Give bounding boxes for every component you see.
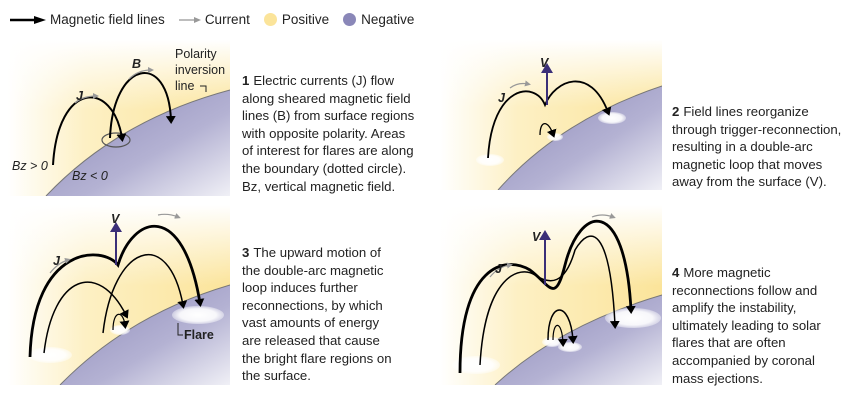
legend-negative: Negative bbox=[343, 12, 414, 27]
caption-number: 3 bbox=[242, 245, 250, 260]
legend-current: Current bbox=[178, 12, 250, 27]
flare-region bbox=[605, 308, 661, 328]
caption-line: More magnetic bbox=[683, 265, 771, 280]
field-line bbox=[102, 253, 188, 334]
flare-region bbox=[452, 356, 500, 374]
field-line bbox=[479, 235, 620, 366]
panel-3-illustration: J V Flare bbox=[8, 205, 230, 385]
caption-line: along sheared magnetic field bbox=[242, 90, 411, 106]
caption-line: the boundary (dotted circle). bbox=[242, 160, 407, 176]
label-v: V bbox=[540, 56, 550, 70]
label-line: line bbox=[175, 79, 195, 93]
caption-line: magnetic loop that moves bbox=[672, 156, 823, 172]
caption-number: 4 bbox=[672, 265, 680, 280]
caption-line: flares that are often bbox=[672, 335, 786, 351]
caption-line: the bright flare regions on bbox=[242, 350, 392, 366]
caption-number: 2 bbox=[672, 104, 680, 119]
panel-1-illustration: J B Polarity inversion line Bz > 0 Bz < … bbox=[8, 40, 230, 196]
flare-region bbox=[28, 347, 72, 363]
label-bz-negative: Bz < 0 bbox=[72, 169, 108, 183]
flare-region bbox=[547, 133, 563, 141]
caption-line: reconnections follow and bbox=[672, 282, 818, 298]
caption-line: with opposite polarity. Areas bbox=[242, 125, 406, 141]
dotted-circle bbox=[101, 132, 131, 148]
panel-2-illustration: J V bbox=[440, 40, 662, 190]
legend-negative-label: Negative bbox=[361, 12, 415, 27]
small-loop bbox=[539, 122, 557, 138]
caption-line: Electric currents (J) flow bbox=[253, 73, 395, 88]
reconnected-loop bbox=[552, 324, 568, 347]
double-arc-field-line bbox=[28, 224, 205, 358]
caption-line: Bz, vertical magnetic field. bbox=[242, 178, 396, 194]
caption-line: the surface. bbox=[242, 368, 311, 384]
negative-surface bbox=[46, 90, 230, 196]
label-j: J bbox=[495, 262, 503, 276]
caption-number: 1 bbox=[242, 73, 250, 88]
flare-region bbox=[598, 112, 626, 124]
label-flare: Flare bbox=[184, 328, 214, 342]
caption-line: vast amounts of energy bbox=[242, 315, 380, 331]
reconnected-loop bbox=[547, 309, 578, 344]
field-line-j bbox=[52, 96, 127, 166]
legend-positive: Positive bbox=[263, 12, 330, 27]
caption-line: reconnections, by which bbox=[242, 297, 383, 313]
label-bz-positive: Bz > 0 bbox=[12, 159, 48, 173]
caption-line: of interest for flares are along bbox=[242, 143, 414, 159]
gray-arrow-icon bbox=[178, 16, 201, 23]
negative-swatch-icon bbox=[343, 13, 357, 26]
double-arc-field-line bbox=[487, 80, 612, 159]
caption-line: away from the surface (V). bbox=[672, 174, 827, 190]
caption-line: mass ejections. bbox=[672, 370, 763, 386]
label-j: J bbox=[498, 91, 506, 105]
caption-line: are released that cause bbox=[242, 332, 380, 348]
legend-current-label: Current bbox=[204, 12, 250, 27]
caption-line: The upward motion of bbox=[253, 245, 381, 260]
caption-line: loop induces further bbox=[242, 280, 358, 296]
caption-line: resulting in a double-arc bbox=[672, 139, 813, 155]
label-b: B bbox=[132, 57, 141, 71]
label-j: J bbox=[76, 89, 84, 103]
caption-line: Field lines reorganize bbox=[683, 104, 809, 119]
field-line bbox=[43, 281, 129, 354]
label-j: J bbox=[53, 254, 61, 268]
caption-line: the double-arc magnetic bbox=[242, 262, 384, 278]
flare-region bbox=[542, 337, 562, 347]
caption-line: accompanied by coronal bbox=[672, 352, 815, 368]
legend-positive-label: Positive bbox=[281, 12, 330, 27]
label-polarity: Polarity bbox=[175, 47, 217, 61]
label-v: V bbox=[532, 230, 542, 244]
flare-region bbox=[172, 306, 224, 324]
erupting-field-line bbox=[458, 219, 636, 374]
caption-line: lines (B) from surface regions bbox=[242, 108, 415, 124]
current-arrow bbox=[74, 93, 99, 104]
legend-field-lines-label: Magnetic field lines bbox=[50, 12, 165, 27]
caption-line: ultimately leading to solar bbox=[672, 317, 821, 333]
caption-line: amplify the instability, bbox=[672, 300, 797, 316]
label-v: V bbox=[111, 212, 121, 226]
field-line-b bbox=[109, 72, 176, 139]
legend-field-lines: Magnetic field lines bbox=[10, 12, 165, 27]
flare-region bbox=[476, 154, 504, 166]
small-loop bbox=[112, 313, 130, 331]
panel-4-illustration: J V bbox=[440, 205, 662, 385]
negative-surface bbox=[498, 86, 662, 190]
legend: Magnetic field lines Current Positive Ne… bbox=[10, 12, 428, 27]
positive-swatch-icon bbox=[263, 13, 277, 26]
current-arrow bbox=[128, 67, 154, 80]
black-arrow-icon bbox=[10, 15, 46, 24]
caption-line: through trigger-reconnection, bbox=[672, 121, 842, 137]
label-inversion: inversion bbox=[175, 63, 225, 77]
flare-region bbox=[558, 342, 582, 352]
